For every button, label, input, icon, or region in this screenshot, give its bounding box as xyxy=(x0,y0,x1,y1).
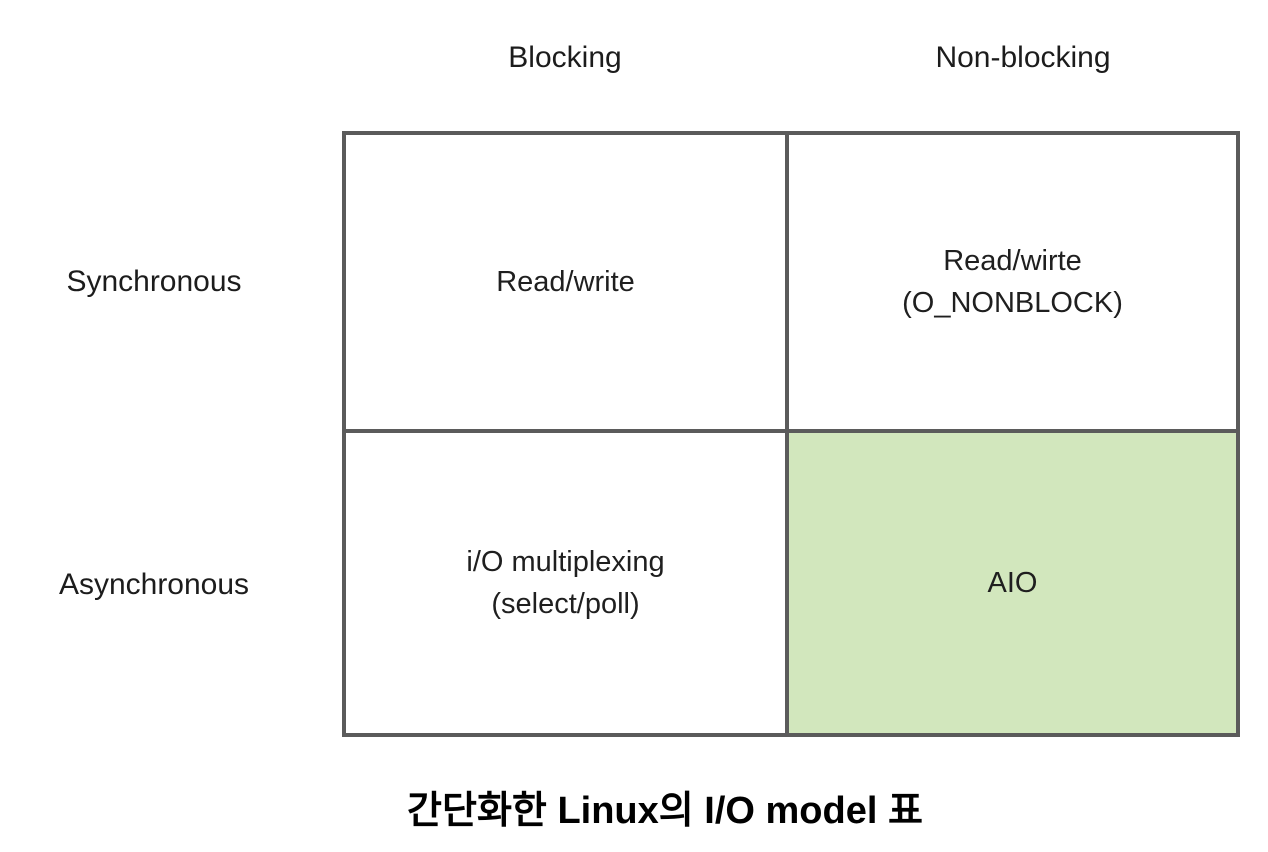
row-header-asynchronous: Asynchronous xyxy=(58,568,250,601)
cell-text: (O_NONBLOCK) xyxy=(902,287,1123,319)
cell-text: Read/wirte xyxy=(943,245,1082,277)
io-model-matrix: Read/write Read/wirte (O_NONBLOCK) i/O m… xyxy=(342,131,1240,737)
row-header-synchronous: Synchronous xyxy=(66,265,242,298)
cell-sync-nonblocking: Read/wirte (O_NONBLOCK) xyxy=(789,135,1236,433)
diagram-caption: 간단화한 Linux의 I/O model 표 xyxy=(407,790,923,832)
cell-text: AIO xyxy=(987,567,1038,599)
cell-sync-blocking: Read/write xyxy=(346,135,789,433)
cell-async-nonblocking: AIO xyxy=(789,433,1236,733)
col-header-blocking: Blocking xyxy=(508,41,622,74)
cell-text: Read/write xyxy=(496,266,635,298)
cell-async-blocking: i/O multiplexing (select/poll) xyxy=(346,433,789,733)
cell-text: i/O multiplexing xyxy=(466,546,665,578)
cell-text: (select/poll) xyxy=(491,588,640,620)
col-header-non-blocking: Non-blocking xyxy=(935,41,1111,74)
